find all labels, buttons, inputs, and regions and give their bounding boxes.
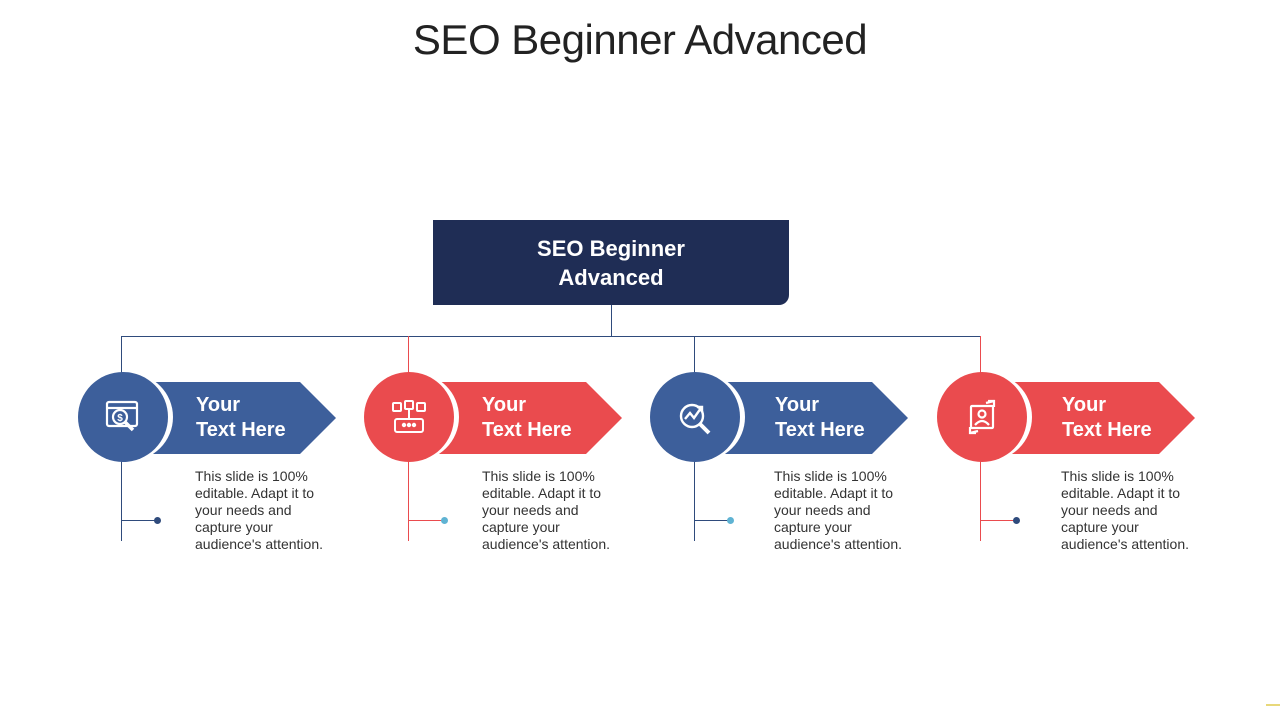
tick-line <box>121 520 157 521</box>
item-heading: Your Text Here <box>1062 394 1152 441</box>
corner-accent <box>1266 704 1280 706</box>
bullet-dot <box>441 517 448 524</box>
item-description: This slide is 100% editable. Adapt it to… <box>1061 468 1189 552</box>
item-banner <box>436 382 622 454</box>
stem-line <box>121 460 122 541</box>
root-node: SEO Beginner Advanced <box>433 220 789 305</box>
item-description: This slide is 100% editable. Adapt it to… <box>774 468 902 552</box>
branch-connector <box>980 336 981 374</box>
branch-connector <box>408 336 409 374</box>
tick-line <box>980 520 1016 521</box>
branch-connector <box>121 336 122 374</box>
item-banner <box>1009 382 1195 454</box>
svg-text:$: $ <box>117 413 123 424</box>
analytics-search-icon <box>679 403 711 435</box>
horizontal-connector <box>121 336 981 337</box>
bullet-dot <box>727 517 734 524</box>
tick-line <box>408 520 444 521</box>
item-icon-circle <box>650 372 740 462</box>
root-connector <box>611 305 612 337</box>
bullet-dot <box>154 517 161 524</box>
slide-title: SEO Beginner Advanced <box>412 16 868 63</box>
branch-connector <box>694 336 695 374</box>
item-banner <box>722 382 908 454</box>
item-heading: Your Text Here <box>196 394 286 441</box>
social-media-icon <box>392 400 426 433</box>
stem-line <box>408 460 409 541</box>
item-heading: Your Text Here <box>775 394 865 441</box>
money-search-icon: $ <box>105 400 139 432</box>
item-description: This slide is 100% editable. Adapt it to… <box>482 468 610 552</box>
item-icon-circle <box>937 372 1027 462</box>
stem-line <box>694 460 695 541</box>
item-icon-circle: $ <box>78 372 168 462</box>
item-heading: Your Text Here <box>482 394 572 441</box>
item-description: This slide is 100% editable. Adapt it to… <box>195 468 323 552</box>
item-banner <box>150 382 336 454</box>
tick-line <box>694 520 730 521</box>
bullet-dot <box>1013 517 1020 524</box>
root-label: SEO Beginner Advanced <box>537 235 685 290</box>
item-icon-circle <box>364 372 454 462</box>
profile-exchange-icon <box>968 399 996 435</box>
stem-line <box>980 460 981 541</box>
